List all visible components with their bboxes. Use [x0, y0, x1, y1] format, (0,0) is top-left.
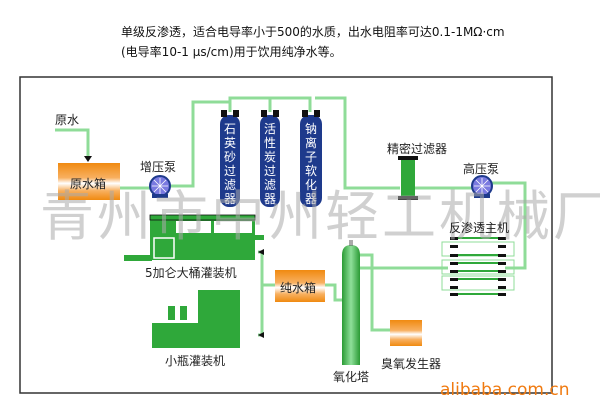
filter-vessels	[220, 110, 322, 207]
booster-pump-label: 增压泵	[140, 160, 177, 174]
description-line-2: (电导率10-1 μs/cm)用于饮用纯净水等。	[121, 45, 342, 59]
ro-membranes	[441, 241, 515, 291]
small-bottle-filler-label: 小瓶灌装机	[165, 354, 226, 368]
inlet-arrow	[84, 156, 92, 162]
big-bucket-filler-machine	[124, 214, 264, 261]
precision-filter-icon	[398, 156, 418, 200]
small-bottle-filler-machine	[152, 290, 264, 348]
oxidation-tower-label: 氧化塔	[333, 370, 370, 384]
raw-tank-label: 原水箱	[70, 177, 107, 191]
raw-water-tank	[58, 163, 120, 200]
high-pressure-pump-label: 高压泵	[463, 162, 500, 176]
ro-membrane-tubes	[450, 237, 506, 296]
filter-softener-label: 钠离子软化器	[304, 122, 317, 206]
high-pressure-pump-icon	[471, 175, 493, 198]
watermark: 青州市中州轻工机械厂	[40, 185, 600, 248]
ozone-generator-label: 臭氧发生器	[381, 357, 442, 371]
pipes	[55, 96, 527, 337]
booster-pump-icon	[149, 175, 171, 198]
site-watermark: alibaba.com.cn	[440, 380, 570, 400]
ozone-generator	[390, 320, 422, 346]
diagram-frame	[19, 76, 553, 394]
precision-filter-label: 精密过滤器	[387, 142, 448, 156]
pure-water-tank	[275, 270, 325, 302]
ro-unit-label: 反渗透主机	[449, 221, 510, 235]
raw-water-label: 原水	[55, 113, 80, 127]
oxidation-tower-icon	[342, 240, 360, 365]
big-bucket-filler-label: 5加仑大桶灌装机	[145, 266, 237, 280]
description-line-1: 单级反渗透，适合电导率小于500的水质，出水电阻率可达0.1-1MΩ·cm	[121, 25, 505, 39]
pure-water-tank-label: 纯水箱	[280, 281, 317, 295]
filter-activated-carbon-label: 活性炭过滤器	[263, 122, 276, 206]
filter-quartz-sand-label: 石英砂过滤器	[223, 122, 236, 206]
